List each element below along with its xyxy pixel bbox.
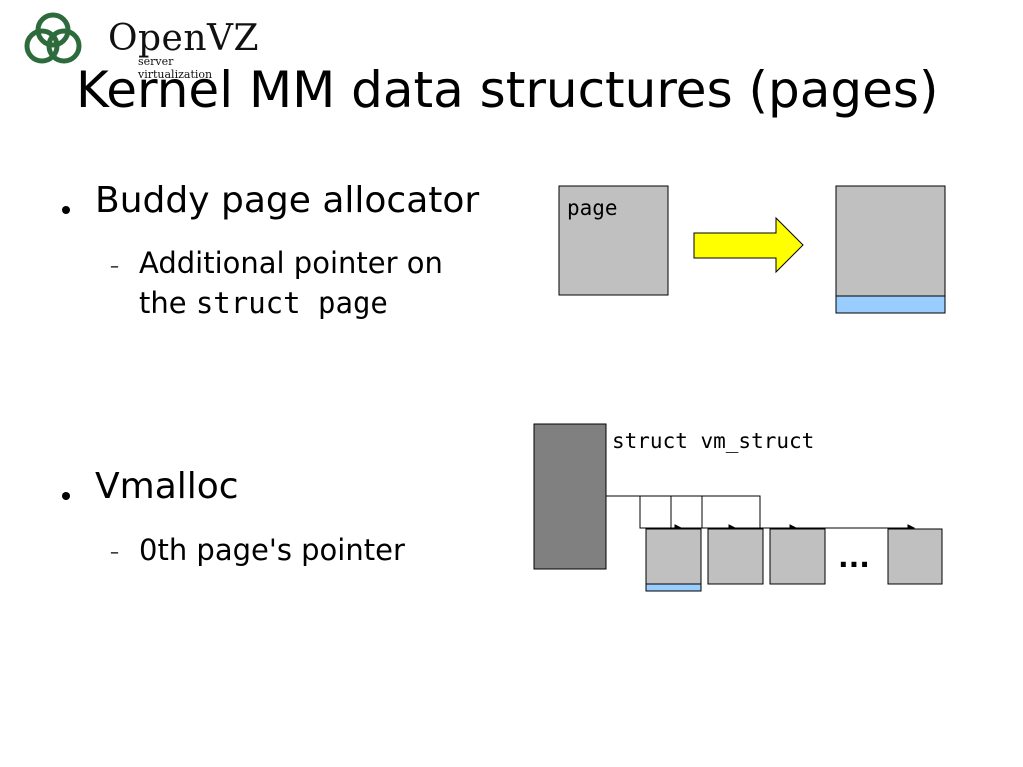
bullet-dot bbox=[62, 492, 70, 500]
vm-page-2 bbox=[769, 528, 826, 585]
vm-page-1 bbox=[707, 528, 764, 585]
sub-bullet-dash: – bbox=[110, 256, 119, 277]
transform-arrow bbox=[693, 216, 804, 274]
vm-pages-ellipsis: ... bbox=[838, 541, 870, 574]
sub-bullet-buddy-line2: the struct page bbox=[139, 284, 388, 322]
openvz-knot-icon bbox=[24, 12, 82, 64]
logo-name: OpenVZ bbox=[108, 18, 260, 59]
sub-bullet-buddy-the: the bbox=[139, 286, 196, 320]
sub-bullet-buddy-line1: Additional pointer on bbox=[139, 246, 443, 280]
vm-page-last bbox=[887, 528, 943, 585]
code-struct-page: struct page bbox=[195, 286, 388, 320]
vm-struct-box bbox=[533, 423, 607, 570]
slide-title: Kernel MM data structures (pages) bbox=[76, 61, 939, 119]
pages-pointer-array bbox=[606, 495, 761, 529]
vm-page-0-pointer bbox=[645, 583, 702, 592]
page-box bbox=[558, 185, 669, 296]
page-box-with-pointer bbox=[835, 185, 946, 297]
bullet-buddy-allocator: Buddy page allocator bbox=[95, 180, 480, 221]
sub-bullet-vmalloc: 0th page's pointer bbox=[139, 533, 405, 567]
bullet-vmalloc: Vmalloc bbox=[95, 466, 239, 507]
vm-page-0 bbox=[645, 528, 702, 585]
openvz-logo: OpenVZ server virtualization bbox=[20, 6, 259, 81]
vm-struct-label: struct vm_struct bbox=[612, 429, 814, 453]
page-pointer-field bbox=[835, 295, 946, 314]
bullet-dot bbox=[62, 206, 70, 214]
page-box-label: page bbox=[567, 196, 618, 220]
logo-tagline: server virtualization bbox=[138, 55, 213, 81]
sub-bullet-dash: – bbox=[110, 542, 119, 563]
